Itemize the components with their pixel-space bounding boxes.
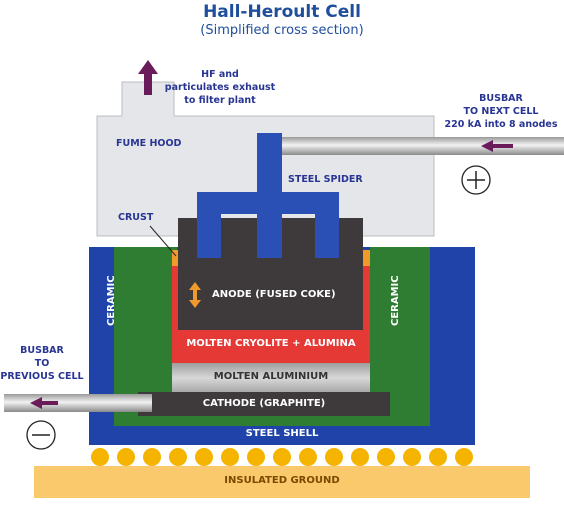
insulated-ground [34,466,530,498]
anode-adjust-arrow-icon [189,282,201,308]
cathode-label: CATHODE (GRAPHITE) [202,398,326,409]
crust-left [172,250,180,268]
ceramic-left-label: CERAMIC [106,275,117,326]
molten-aluminium [172,363,370,393]
steel-shell-label: STEEL SHELL [245,428,319,439]
crust-label: CRUST [118,212,154,223]
steel-spider-label: STEEL SPIDER [288,174,363,185]
diagram-title: Hall-Heroult Cell [203,2,361,22]
crust-right [362,250,370,268]
diagram-subtitle: (Simplified cross section) [200,23,364,38]
insulator-supports [91,448,473,466]
anode-label: ANODE (FUSED COKE) [212,289,336,300]
fume-hood-label: FUME HOOD [116,138,182,149]
cathode [138,392,390,416]
steel-spider [197,133,339,258]
busbar-next-pipe [282,137,564,155]
plus-circle-icon [461,165,491,195]
insulated-ground-label: INSULATED GROUND [224,475,340,486]
ceramic-right-label: CERAMIC [390,275,401,326]
busbar-previous-arrow [30,397,58,409]
cryolite-label: MOLTEN CRYOLITE + ALUMINA [186,338,356,349]
exhaust-arrow [138,60,158,95]
crust-pointer [149,225,177,257]
busbar-previous-label: BUSBAR TO PREVIOUS CELL [0,345,84,382]
aluminium-label: MOLTEN ALUMINIUM [213,371,329,382]
busbar-next-label: BUSBAR TO NEXT CELL 220 kA into 8 anodes [444,93,558,130]
busbar-next-arrow [481,140,513,152]
exhaust-label: HF and particulates exhaust to filter pl… [164,69,276,106]
minus-circle-icon [26,420,56,450]
busbar-previous-pipe [4,394,152,412]
